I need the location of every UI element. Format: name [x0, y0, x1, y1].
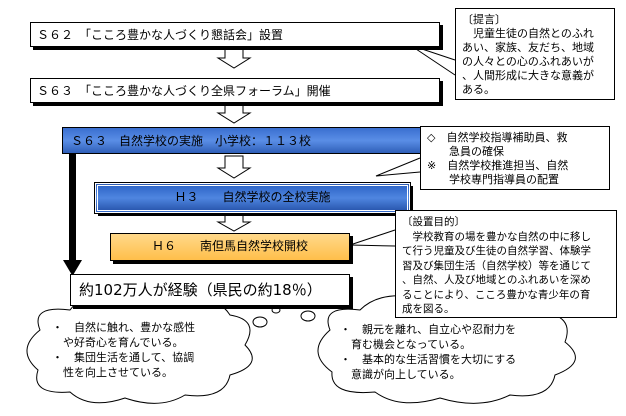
- staff-note: ◇ 自然学校指導補助員、救 急員の確保 ※ 自然学校推進担当、自然 学校専門指導…: [420, 126, 610, 190]
- staff-line-1: ◇ 自然学校指導補助員、救: [427, 131, 568, 144]
- long-arrow-shaft: [69, 154, 76, 262]
- down-arrow-2: [216, 102, 252, 124]
- step-h3: Ｈ３ 自然学校の全校実施: [94, 182, 411, 214]
- down-arrow-4: [216, 212, 252, 232]
- purpose-title: 〔設置目的〕: [402, 216, 465, 228]
- cloud-left-bubble-1: [252, 316, 268, 328]
- step-s62: Ｓ６２ 「こころ豊かな人づくり懇話会」設置: [30, 22, 440, 47]
- proposal-body: 児童生徒の自然とのふれ あい、家族、友だち、地域 の人々との心のふれあいが 、人…: [462, 27, 594, 96]
- step-s63-implementation: Ｓ６３ 自然学校の実施 小学校：１１３校: [62, 127, 422, 154]
- down-arrow-3: [216, 155, 252, 179]
- staff-line-4: 学校専門指導員の配置: [427, 173, 559, 186]
- cloud-right-bubble-1: [300, 310, 316, 322]
- step-h6: Ｈ６ 南但馬自然学校開校: [110, 233, 350, 261]
- proposal-note: 〔提言〕 児童生徒の自然とのふれ あい、家族、友だち、地域 の人々との心のふれあ…: [455, 8, 615, 100]
- down-arrow-1: [216, 46, 252, 69]
- result-box: 約102万人が経験（県民の約18％）: [70, 274, 350, 306]
- callout-pointer-purpose: [349, 229, 396, 247]
- callout-pointer-proposal: [409, 44, 456, 76]
- callout-pointer-staff: [375, 157, 421, 177]
- cloud-left-text: ・ 自然に触れ、豊かな感性 や好奇心を育んでいる。 ・ 集団生活を通して、協調 …: [52, 321, 196, 379]
- proposal-title: 〔提言〕: [462, 13, 506, 26]
- purpose-note: 〔設置目的〕 学校教育の場を豊かな自然の中に移し て行う児童及び生徒の自然学習、…: [395, 210, 617, 318]
- purpose-body: 学校教育の場を豊かな自然の中に移し て行う児童及び生徒の自然学習、体験学 習及び…: [402, 230, 591, 316]
- step-s63-forum: Ｓ６３ 「こころ豊かな人づくり全県フォーラム」開催: [30, 78, 440, 103]
- cloud-left-bubble-2: [271, 306, 281, 314]
- long-arrow-head: [63, 260, 82, 276]
- cloud-right-text: ・ 親元を離れ、自立心や忍耐力を 育む機会となっている。 ・ 基本的な生活習慣を…: [340, 323, 517, 381]
- staff-line-3: ※ 自然学校推進担当、自然: [427, 159, 569, 172]
- staff-line-2: 急員の確保: [427, 145, 504, 158]
